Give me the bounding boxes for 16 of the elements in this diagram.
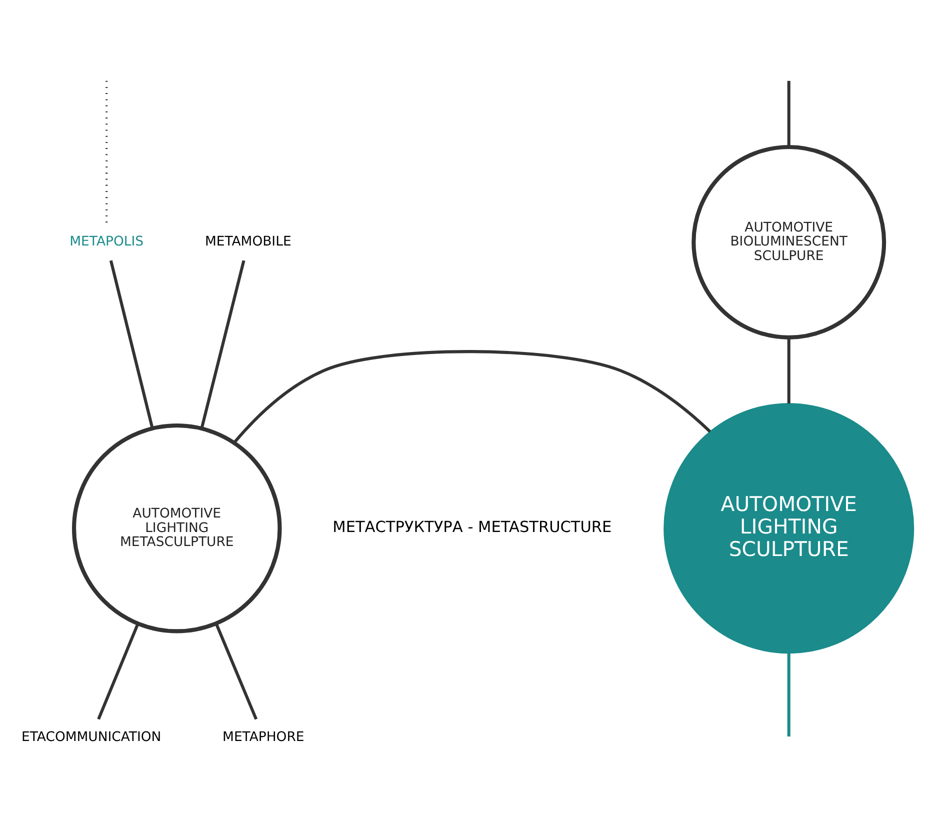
node-text: METAPHORE [222, 730, 304, 745]
label: МЕТАСТРУКТУРА - METASTRUCTURE [332, 517, 612, 536]
connector [787, 336, 790, 403]
connector [109, 260, 154, 428]
connector [787, 80, 790, 146]
node-circle: AUTOMOTIVE LIGHTING SCULPTURE [664, 402, 914, 654]
node-circle: AUTOMOTIVE LIGHTING METASCULPTURE [72, 422, 282, 633]
connector [97, 622, 140, 720]
connector [200, 260, 246, 428]
connector [787, 652, 790, 736]
node-text: METAMOBILE [204, 234, 292, 250]
node-text: ETACOMMUNICATION [22, 730, 162, 745]
connector [233, 350, 712, 444]
node-circle: AUTOMOTIVE BIOLUMINESCENT SCULPURE [692, 144, 886, 339]
connector [214, 622, 258, 720]
node-text: METAPOLIS [70, 234, 144, 250]
